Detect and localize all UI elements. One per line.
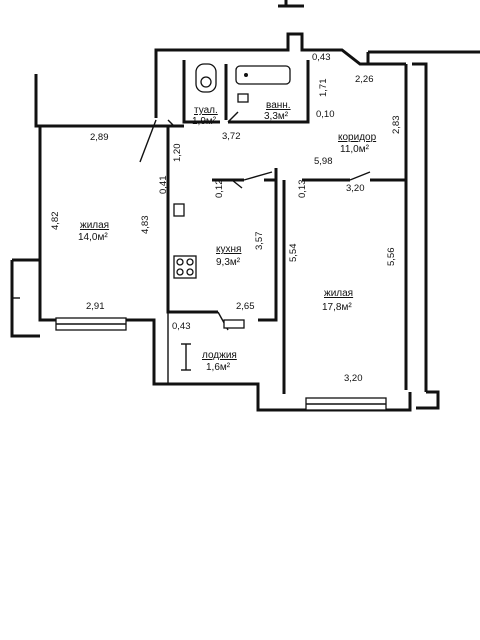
loggia-marker bbox=[181, 343, 191, 371]
dim-label: 0,12 bbox=[214, 180, 225, 199]
dim-label: 0,10 bbox=[316, 109, 335, 120]
room-name-living-left: жилая bbox=[80, 220, 109, 231]
dim-label: 3,57 bbox=[254, 232, 265, 251]
dim-label: 0,13 bbox=[297, 180, 308, 199]
dim-label: 4,82 bbox=[50, 212, 61, 231]
dim-label: 0,43 bbox=[312, 52, 331, 63]
dim-label: 3,20 bbox=[344, 373, 363, 384]
room-area-loggia: 1,6м² bbox=[206, 362, 231, 373]
stove-fixture bbox=[173, 255, 197, 279]
room-name-loggia: лоджия bbox=[202, 350, 237, 361]
top-wall-stub bbox=[278, 0, 304, 8]
room-name-toilet: туал. bbox=[194, 105, 218, 116]
dim-label: 1,71 bbox=[318, 79, 329, 98]
room-area-living-left: 14,0м² bbox=[78, 232, 108, 243]
dim-label: 5,98 bbox=[314, 156, 333, 167]
room-area-kitchen: 9,3м² bbox=[216, 257, 241, 268]
room-area-bath: 3,3м² bbox=[264, 111, 289, 122]
dim-label: 2,26 bbox=[355, 74, 374, 85]
dim-label: 3,72 bbox=[222, 131, 241, 142]
dim-label: 4,83 bbox=[140, 216, 151, 235]
room-name-kitchen: кухня bbox=[216, 244, 241, 255]
dim-label: 2,89 bbox=[90, 132, 109, 143]
kitchen-partition bbox=[167, 312, 245, 384]
room-area-toilet: 1,9м² bbox=[192, 116, 217, 127]
dim-label: 2,83 bbox=[391, 116, 402, 135]
dim-label: 3,20 bbox=[346, 183, 365, 194]
room-name-corridor: коридор bbox=[338, 132, 377, 143]
bathtub-fixture bbox=[235, 65, 291, 103]
dim-label: 2,65 bbox=[236, 301, 255, 312]
room-name-bath: ванн. bbox=[266, 100, 291, 111]
dim-label: 5,54 bbox=[288, 244, 299, 263]
dim-label: 0,41 bbox=[158, 176, 169, 195]
sink-fixture bbox=[173, 203, 185, 217]
room-area-living-right: 17,8м² bbox=[322, 302, 352, 313]
toilet-fixture bbox=[195, 63, 217, 93]
room-area-corridor: 11,0м² bbox=[340, 144, 370, 155]
dim-label: 5,56 bbox=[386, 248, 397, 267]
windows bbox=[12, 297, 387, 411]
dim-label: 2,91 bbox=[86, 301, 105, 312]
room-name-living-right: жилая bbox=[324, 288, 353, 299]
dim-label: 0,43 bbox=[172, 321, 191, 332]
dim-label: 1,20 bbox=[172, 144, 183, 163]
